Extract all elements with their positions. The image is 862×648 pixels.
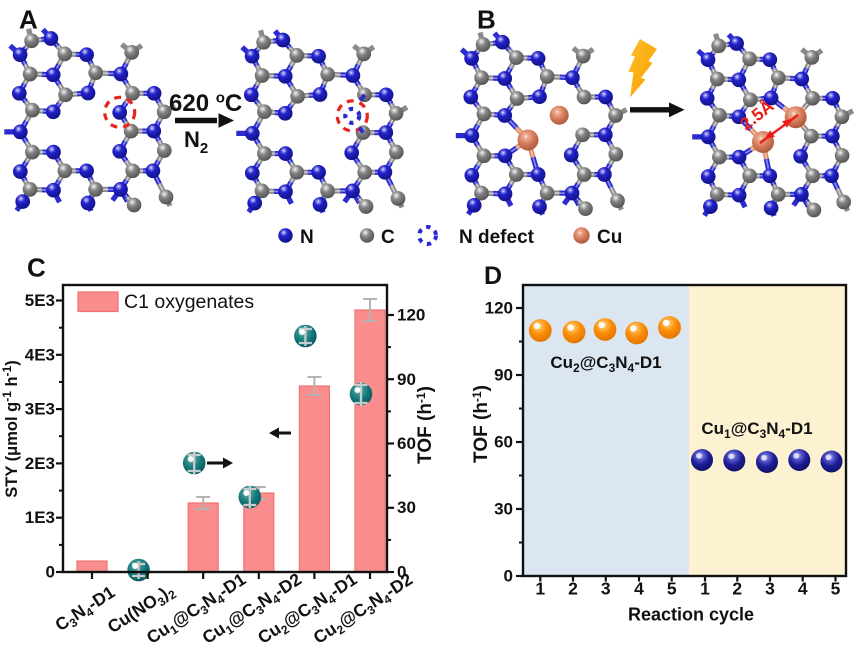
svg-text:TOF (h-1​): TOF (h-1​) bbox=[414, 386, 436, 464]
svg-text:N defect: N defect bbox=[459, 227, 535, 248]
svg-text:620 oC: 620 oC bbox=[169, 90, 242, 118]
svg-text:5: 5 bbox=[667, 579, 677, 599]
svg-text:C: C bbox=[381, 227, 395, 248]
svg-text:90: 90 bbox=[494, 366, 513, 385]
svg-text:2: 2 bbox=[732, 579, 742, 599]
svg-text:90: 90 bbox=[397, 370, 416, 389]
svg-text:4: 4 bbox=[798, 579, 808, 599]
svg-text:30: 30 bbox=[494, 500, 513, 519]
svg-text:4: 4 bbox=[634, 579, 644, 599]
svg-text:60: 60 bbox=[397, 434, 416, 453]
svg-text:0: 0 bbox=[46, 563, 55, 582]
svg-text:C1 oxygenates: C1 oxygenates bbox=[124, 291, 254, 313]
svg-text:4E3: 4E3 bbox=[25, 345, 55, 364]
svg-text:N: N bbox=[300, 227, 314, 248]
svg-text:Cu: Cu bbox=[597, 227, 622, 248]
svg-text:60: 60 bbox=[494, 433, 513, 452]
svg-text:Cu1​@C3​N4​-D1: Cu1​@C3​N4​-D1 bbox=[701, 419, 812, 441]
svg-text:30: 30 bbox=[397, 498, 416, 517]
svg-text:STY (μmol g-1​ h-1​): STY (μmol g-1​ h-1​) bbox=[0, 360, 21, 497]
svg-text:D: D bbox=[484, 262, 502, 290]
svg-text:3: 3 bbox=[765, 579, 775, 599]
svg-text:C: C bbox=[27, 253, 46, 283]
svg-text:Cu2​@C3​N4​-D1: Cu2​@C3​N4​-D1 bbox=[550, 353, 661, 375]
svg-text:1: 1 bbox=[700, 579, 710, 599]
svg-text:1: 1 bbox=[535, 579, 545, 599]
svg-text:120: 120 bbox=[485, 299, 513, 318]
svg-text:3E3: 3E3 bbox=[25, 400, 55, 419]
svg-text:120: 120 bbox=[397, 306, 425, 325]
svg-text:5E3: 5E3 bbox=[25, 291, 55, 310]
svg-text:3: 3 bbox=[601, 579, 611, 599]
svg-text:2E3: 2E3 bbox=[25, 454, 55, 473]
svg-text:Reaction cycle: Reaction cycle bbox=[628, 605, 754, 625]
svg-text:B: B bbox=[477, 5, 496, 35]
svg-text:5: 5 bbox=[831, 579, 841, 599]
svg-text:1E3: 1E3 bbox=[25, 508, 55, 527]
svg-text:A: A bbox=[19, 5, 38, 35]
svg-text:TOF (h-1​): TOF (h-1​) bbox=[470, 385, 492, 463]
svg-text:0: 0 bbox=[504, 567, 513, 586]
svg-text:2: 2 bbox=[568, 579, 578, 599]
svg-text:0: 0 bbox=[397, 563, 406, 582]
